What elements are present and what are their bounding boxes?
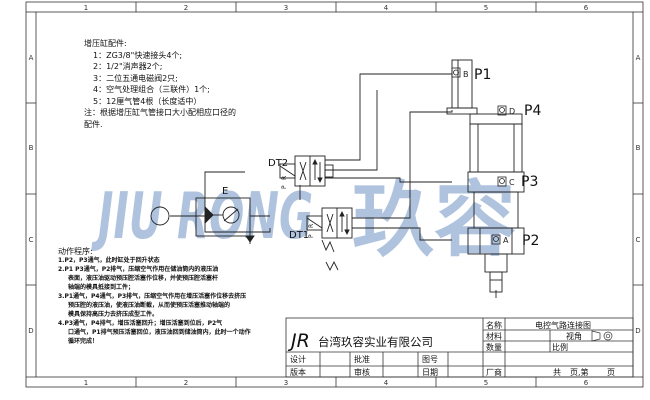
port-letter-d: D [509,107,515,116]
parts-item: 5：12厘气管4根（长度适中） [93,96,202,106]
port-label-p2: P2 [522,233,539,249]
label-dt2: DT2 [268,158,288,169]
drawing-name: 电控气路连接图 [535,320,591,330]
program-line: 模具保持高压力去挤压成型工件。 [68,311,159,318]
parts-item: 1：ZG3/8"快速接头4个; [93,50,183,60]
scale-label: 比例 [552,342,568,352]
valve-dt2 [279,155,334,187]
column-label: 6 [584,4,589,12]
action-program: 动作程序: 1.P2，P3通气，此时缸处于回升状态 2.P1 P3通气，P2排气… [58,247,288,346]
port-letter-c: C [509,178,515,187]
quantity-label: 数量 [486,342,502,352]
row-label: A [636,54,641,62]
valve-port-label: R [281,176,288,180]
row-label: D [635,327,640,335]
watermark-cn: 玖容 [352,173,516,268]
column-label: 2 [184,379,188,387]
column-label: 2 [184,4,188,12]
port-labels: P1 P4 P3 P2 [474,67,541,249]
program-line: 2.P1 P3通气，P2排气，压缩空气作用在储油筒内的液压油 [58,266,219,273]
program-line: 循环完成！ [68,338,99,345]
date-label: 日期 [422,368,438,377]
valve-port-label: R [308,224,315,228]
valve-port-label: P [281,185,288,189]
company-name: 台湾玖容实业有限公司 [318,335,433,349]
program-line: 3.P1通气，P4通气，P3排气，压缩空气作用在增压活塞作位移去挤压 [58,293,247,300]
column-label: 4 [384,4,389,12]
label-e: E [222,186,228,197]
program-line: 轴端的模具抵接到工件； [68,284,135,291]
parts-remark: 配件. [84,119,103,129]
projection-symbol [591,330,613,342]
review-label: 审核 [354,367,370,377]
factory-label: 厂商 [486,367,502,377]
program-line: 4.P3通气，P4排气，增压活塞回升；增压活塞到位后，P2气 [58,320,223,327]
logo: JR [287,330,310,352]
valve-dt1 [306,207,353,272]
column-label: 5 [484,4,488,12]
program-line: 口通气，P1排气预压活塞回位，液压油回到储油筒内，此时一个动作 [68,329,251,336]
port-letter-b: B [463,70,469,79]
port-label-p1: P1 [474,67,491,83]
parts-item: 2：1/2"消声器2个; [93,62,163,71]
parts-remark: 注：根据增压缸气管接口大小配相应口径的 [84,108,236,117]
port-letter-a: A [503,236,509,245]
row-label: C [29,236,34,244]
port-markers [451,67,507,245]
program-line: 表面，液压油驱动预压腔活塞作位移，并使预压腔活塞杆 [68,275,219,282]
row-label: C [636,236,641,244]
sheets-label: 页 [607,368,615,377]
parts-item: 3：二位五通电磁阀2只; [93,73,178,83]
parts-notes: 增压缸配件: 1：ZG3/8"快速接头4个; 2：1/2"消声器2个; 3：二位… [84,38,284,130]
booster-cylinder [446,59,525,298]
air-treatment-unit-e [150,197,255,244]
valve-port-label: P [308,234,315,238]
column-label: 1 [84,4,88,12]
design-label: 设计 [290,354,306,364]
approve-label: 批准 [354,354,370,364]
port-label-p3: P3 [521,174,538,190]
parts-notes-title: 增压缸配件: [84,39,127,48]
row-label: B [636,144,641,152]
row-label: D [28,327,33,335]
sheets-label: 页,第 [570,367,589,377]
air-lines [170,73,453,241]
drawing-no-label: 图号 [422,355,438,364]
row-label: A [29,54,34,62]
row-label: B [29,144,34,152]
border-labels: 1 2 3 4 5 6 1 2 3 4 5 6 A B C D A B C D [28,4,640,387]
title-block-text: JR 台湾玖容实业有限公司 名称 电控气路连接图 材料 视角 数量 比例 设计 … [287,320,615,377]
column-label: 4 [384,379,389,387]
port-label-p4: P4 [524,103,541,119]
material-label: 材料 [486,331,502,341]
parts-item: 4：空气处理组合（三联件）1个; [93,85,210,94]
action-program-title: 动作程序: [58,247,93,256]
sheets-label: 共 [553,368,561,377]
name-label: 名称 [486,320,502,330]
label-dt1: DT1 [289,230,309,241]
column-label: 5 [484,379,488,387]
program-line: 预压腔的液压油，使液压油断截，从而使预压活塞推动轴端的 [68,302,231,309]
port-letters: B D C A [463,70,515,245]
title-block-grid [285,317,634,378]
version-label: 版本 [290,367,306,377]
column-label: 3 [284,4,288,12]
watermark: JIU RONG 玖容 [91,173,516,268]
column-label: 6 [584,379,589,387]
view-label: 视角 [566,331,582,341]
column-label: 1 [84,379,88,387]
watermark-text: JIU RONG [91,180,313,254]
program-line: 1.P2，P3通气，此时缸处于回升状态 [58,257,160,264]
column-label: 3 [284,379,288,387]
